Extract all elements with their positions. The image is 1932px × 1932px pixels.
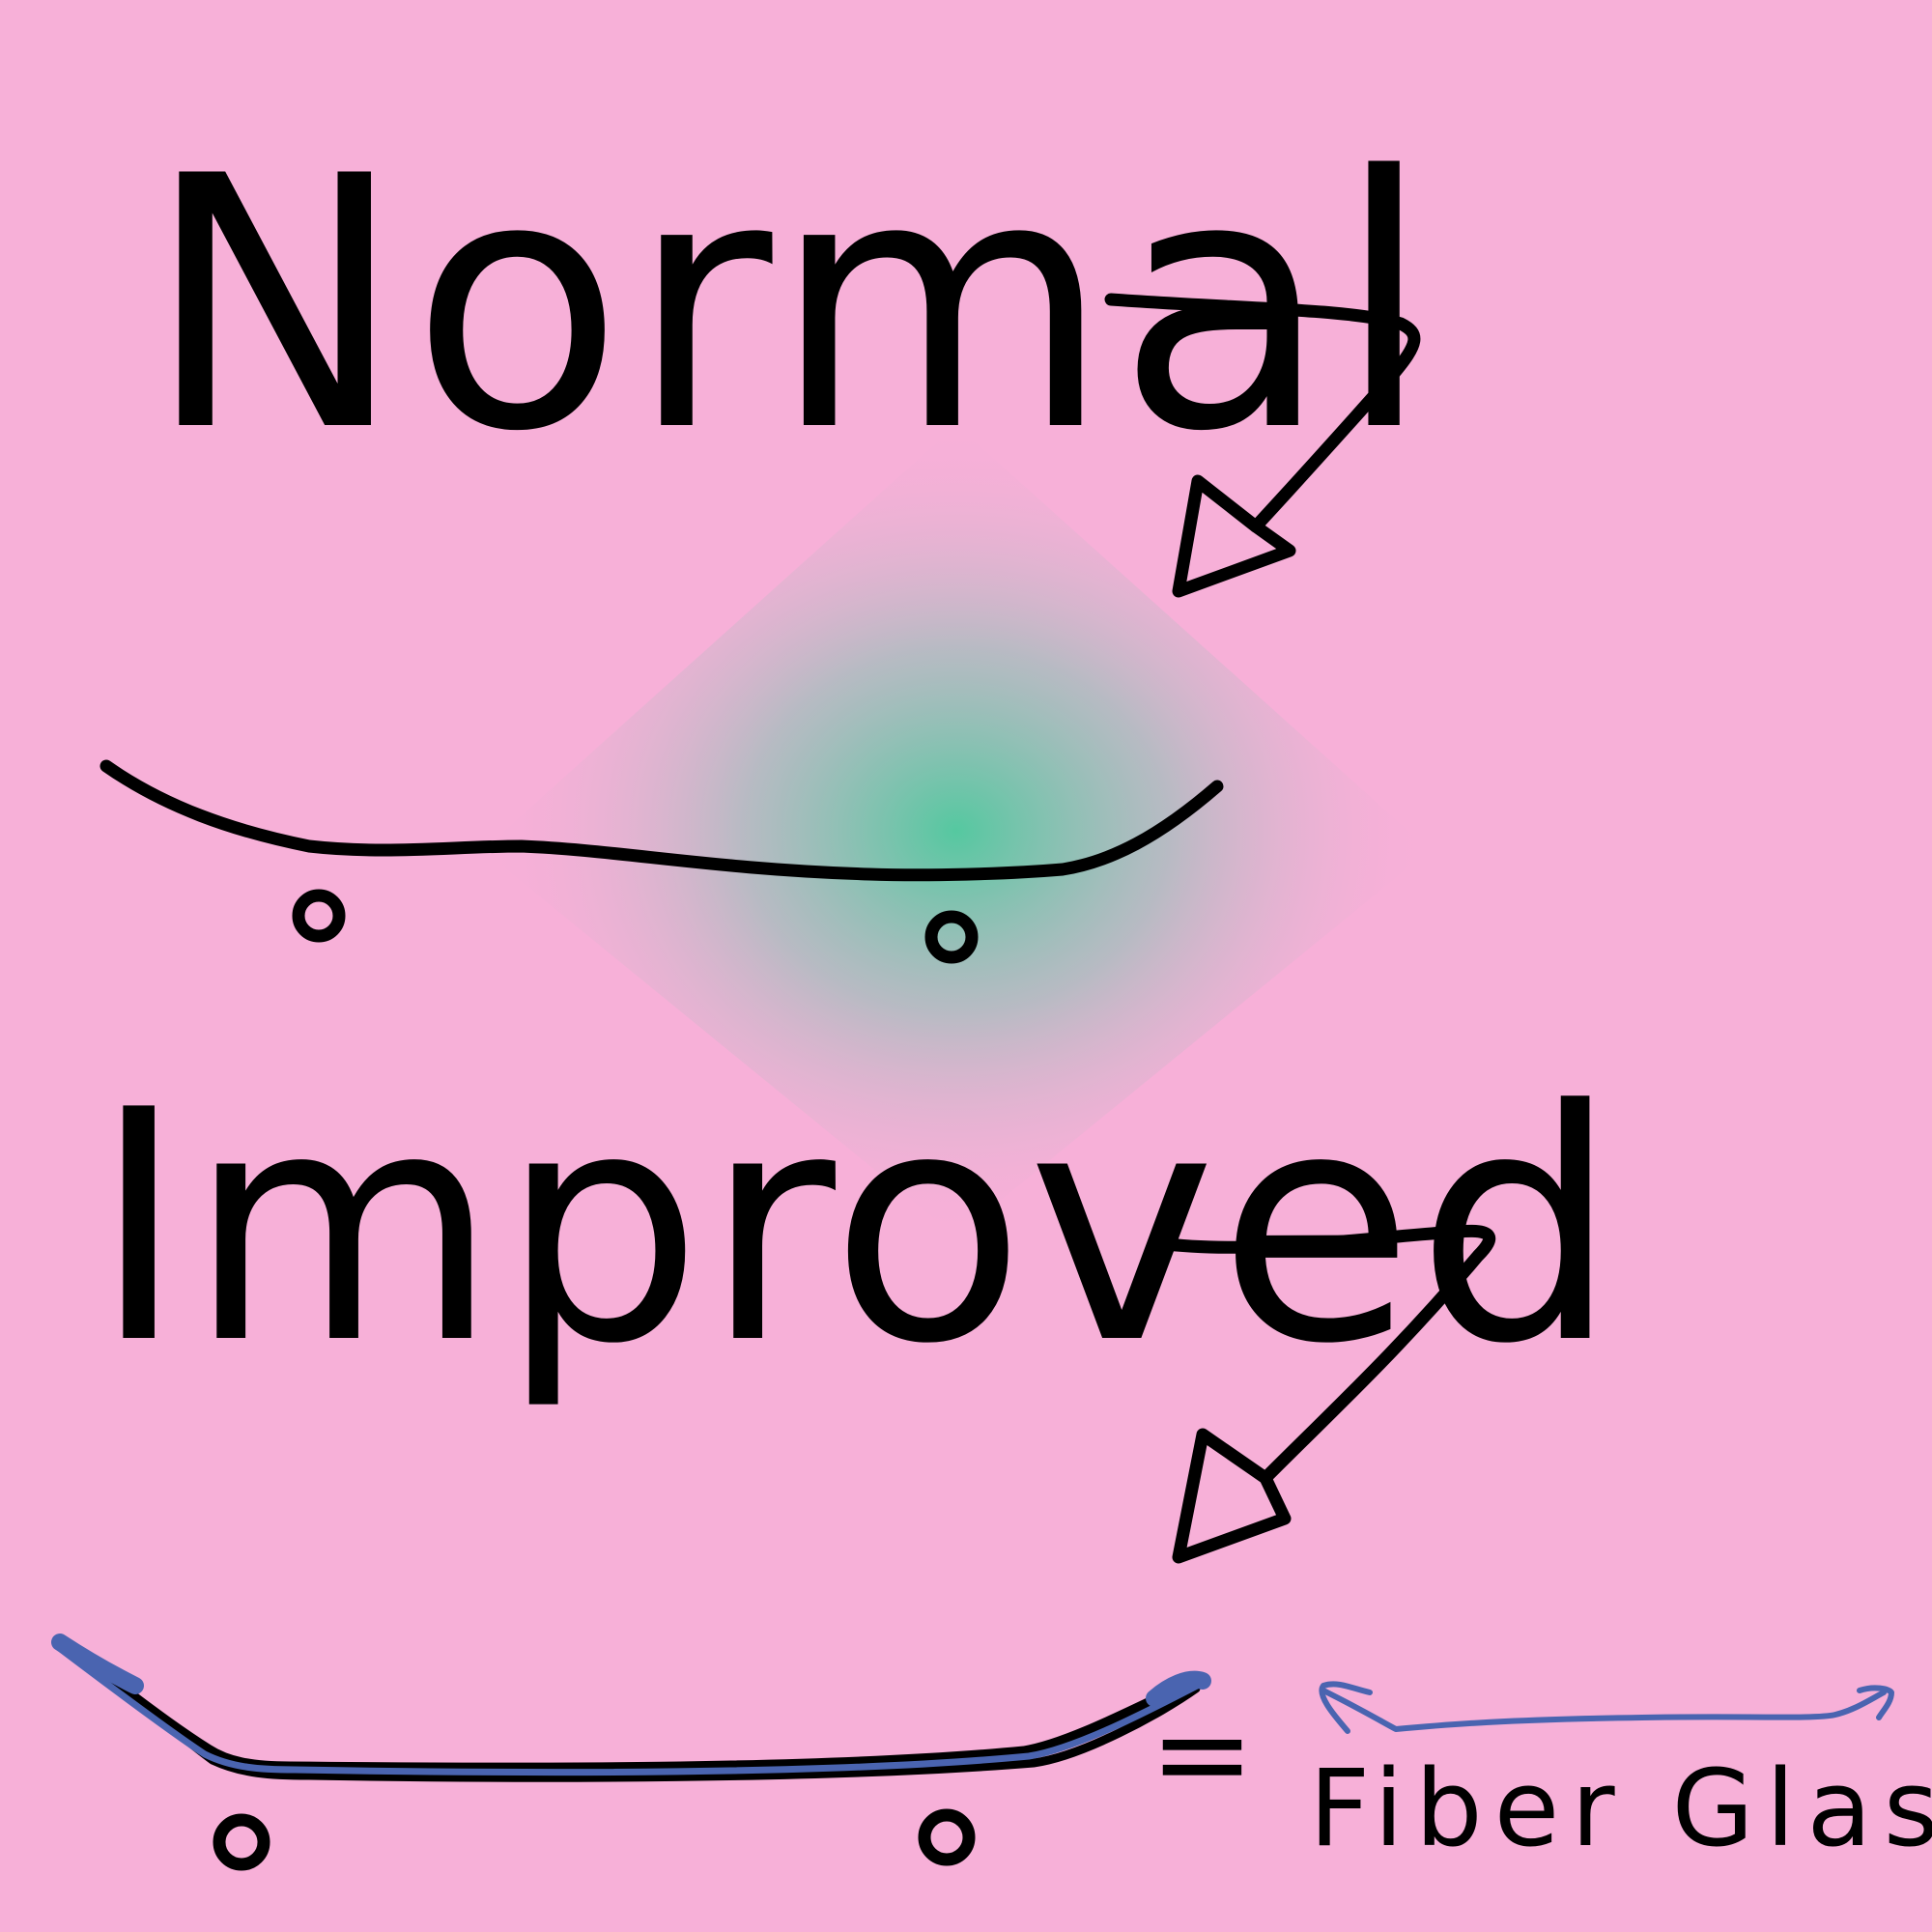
fiberglass-layer bbox=[51, 1634, 1211, 1776]
normal-skateboard-wheel-left-icon bbox=[292, 889, 346, 943]
normal-arrow-icon bbox=[1104, 293, 1421, 598]
green-glow bbox=[483, 425, 1430, 1236]
improved-skateboard-wheel-left-icon bbox=[213, 1813, 270, 1871]
fiberglass-label: Fiber Glass bbox=[1309, 1747, 1932, 1870]
equals-sign: = bbox=[1150, 1680, 1255, 1827]
normal-skateboard bbox=[99, 759, 1224, 964]
normal-skateboard-wheel-right-icon bbox=[924, 910, 979, 964]
improved-skateboard bbox=[51, 1634, 1211, 1871]
improved-label: Improved bbox=[92, 1042, 1620, 1413]
improved-arrow-icon bbox=[1152, 1224, 1495, 1564]
improved-skateboard-wheel-right-icon bbox=[918, 1808, 976, 1866]
fiberglass-span-arrow-icon bbox=[1319, 1681, 1894, 1734]
